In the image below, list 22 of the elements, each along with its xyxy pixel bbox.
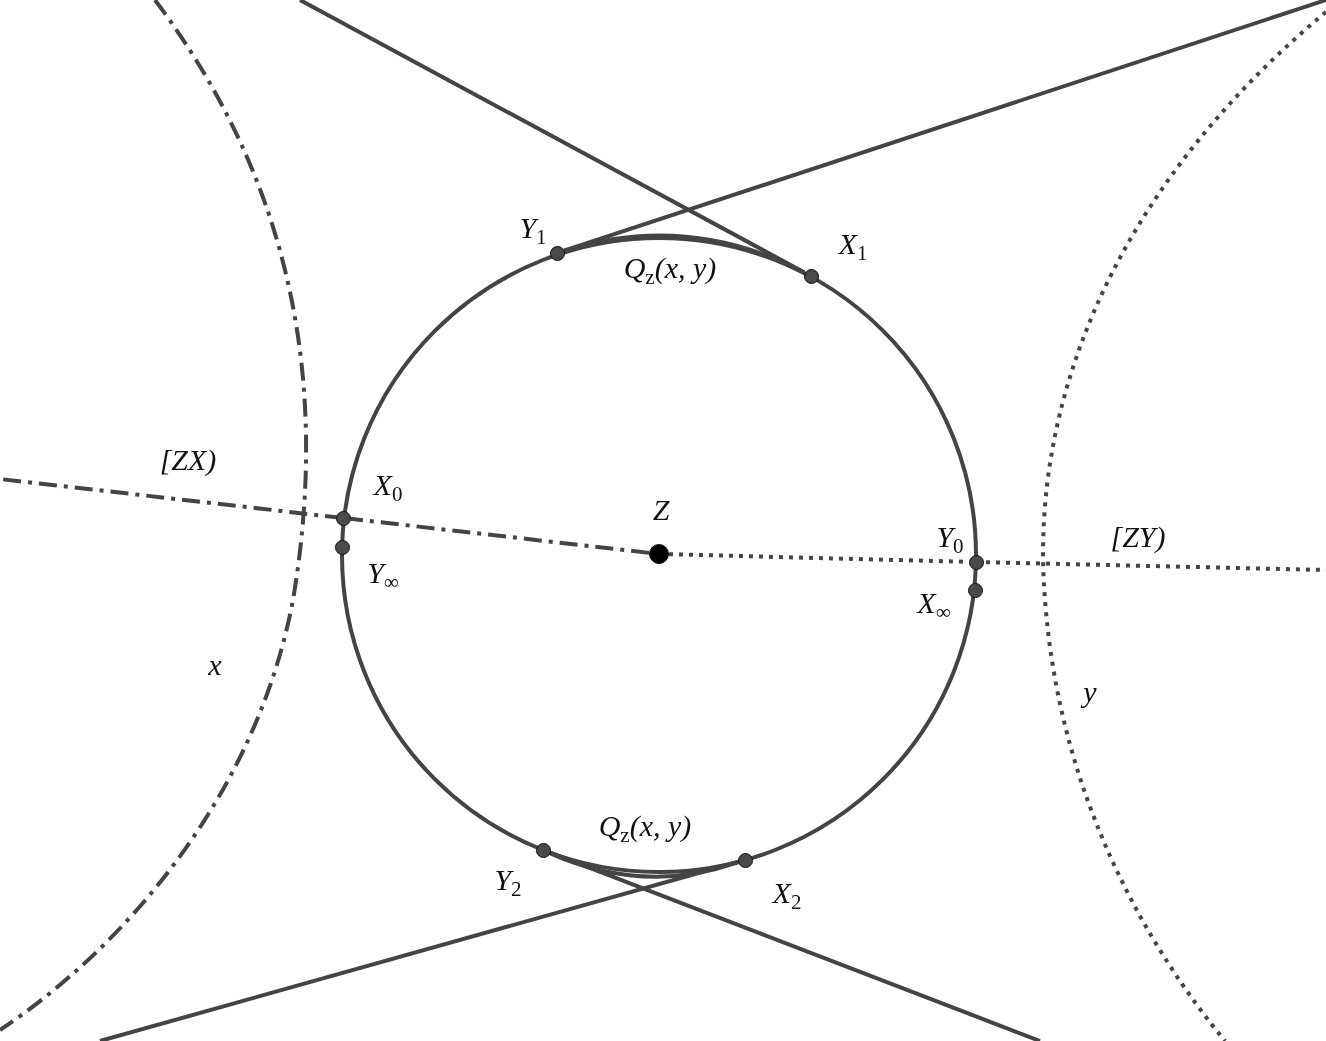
point-label: Y$_{∞}$ bbox=[367, 558, 399, 588]
point-label: Y$_{1}$ bbox=[519, 213, 547, 243]
point-label: Y$_{2}$ bbox=[494, 865, 522, 895]
point-label: Z bbox=[652, 495, 670, 525]
point bbox=[649, 544, 669, 564]
point bbox=[968, 554, 984, 570]
point bbox=[737, 852, 753, 868]
curve-label: y bbox=[1083, 677, 1097, 707]
point bbox=[803, 268, 819, 284]
point-label: X$_{2}$ bbox=[772, 878, 802, 908]
point bbox=[549, 245, 565, 261]
curve-label: x bbox=[208, 650, 222, 680]
point bbox=[334, 539, 350, 555]
ray-label: [ZY) bbox=[1110, 522, 1166, 552]
ray-label: [ZX) bbox=[159, 445, 217, 475]
point bbox=[535, 842, 551, 858]
point bbox=[335, 510, 351, 526]
point-label: Y$_{0}$ bbox=[936, 522, 964, 552]
point bbox=[967, 582, 983, 598]
point-label: X$_{1}$ bbox=[838, 229, 868, 259]
point-label: X$_{0}$ bbox=[373, 470, 403, 500]
point-label: X$_{∞}$ bbox=[917, 588, 951, 618]
